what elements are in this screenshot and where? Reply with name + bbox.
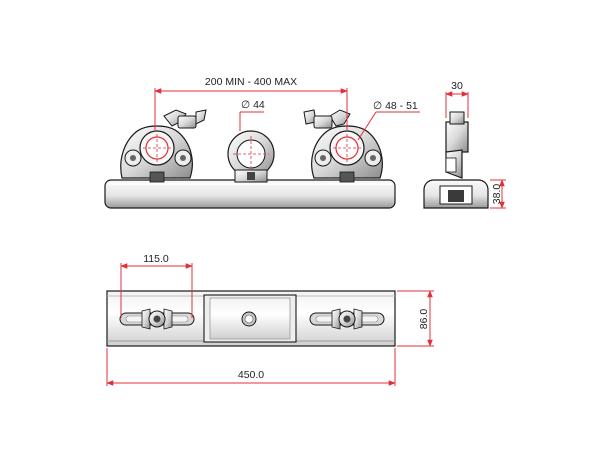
left-half-coupler bbox=[120, 109, 207, 183]
right-half-coupler bbox=[303, 109, 383, 183]
ring-diameter-label: ∅ 44 bbox=[241, 99, 265, 111]
span-label: 200 MIN - 400 MAX bbox=[205, 76, 297, 88]
side-height-label: 38.0 bbox=[491, 184, 503, 205]
depth-label: 86.0 bbox=[418, 309, 430, 330]
side-width-label: 30 bbox=[451, 80, 463, 92]
span-dimension: 200 MIN - 400 MAX bbox=[154, 76, 348, 132]
clamp-diameter-dimension: ∅ 48 - 51 bbox=[357, 100, 420, 141]
top-view: 115.0 86.0 450.0 bbox=[106, 253, 434, 386]
side-view: 30 38.0 bbox=[423, 80, 506, 209]
ring-diameter-dimension: ∅ 44 bbox=[239, 99, 265, 131]
left-slot bbox=[119, 308, 195, 330]
slot-length-label: 115.0 bbox=[143, 253, 169, 265]
right-slot bbox=[309, 308, 385, 330]
clamp-diameter-label: ∅ 48 - 51 bbox=[373, 100, 418, 112]
front-view: 200 MIN - 400 MAX ∅ 44 ∅ 48 - 51 bbox=[104, 76, 420, 209]
length-label: 450.0 bbox=[238, 369, 264, 381]
center-ring-eye bbox=[227, 130, 275, 183]
